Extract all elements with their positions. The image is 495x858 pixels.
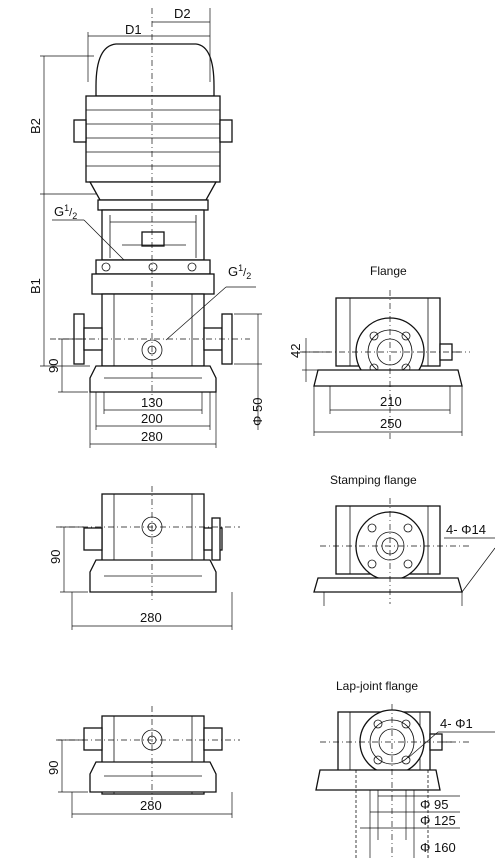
lapjoint-front-view: 90 280 [46, 706, 240, 818]
flange-detail-view: Flange 42 210 250 [288, 264, 470, 440]
dim-phi160: Φ 160 [420, 840, 456, 855]
callout-g-left: G1/2 [54, 203, 77, 221]
lapjoint-hole-callout: 4- Φ1 [440, 716, 473, 731]
callout-g-right: G1/2 [228, 263, 251, 281]
dim-130: 130 [141, 395, 163, 410]
dim-90-lapjoint: 90 [46, 761, 61, 775]
motor-lug-right [219, 119, 233, 143]
dim-200: 200 [141, 411, 163, 426]
dim-b1: B1 [28, 278, 43, 294]
dim-210: 210 [380, 394, 402, 409]
pump-head [91, 273, 215, 295]
dim-250: 250 [380, 416, 402, 431]
stamping-front-view: 90 280 [48, 486, 240, 630]
stamping-title: Stamping flange [330, 473, 417, 487]
lapjoint-title: Lap-joint flange [336, 679, 418, 693]
dim-280-lapjoint: 280 [140, 798, 162, 813]
stamping-hole-callout: 4- Φ14 [446, 522, 486, 537]
dim-42: 42 [288, 344, 303, 358]
coupling [141, 231, 165, 247]
dim-d1: D1 [125, 22, 142, 37]
stamping-detail-view: Stamping flange 4- Φ14 [313, 473, 495, 606]
flange-title: Flange [370, 264, 407, 278]
dim-b2: B2 [28, 118, 43, 134]
motor-fan-cover [95, 43, 215, 97]
pump-sleeve [101, 293, 205, 367]
dim-phi125: Φ 125 [420, 813, 456, 828]
motor-flange [88, 181, 218, 201]
main-pump-view: D1 D2 B2 B1 90 G1/2 G1/2 Φ 50 [28, 6, 265, 448]
dim-90-main: 90 [46, 359, 61, 373]
dim-phi50: Φ 50 [250, 398, 265, 426]
dim-90-stamping: 90 [48, 550, 63, 564]
dim-d2: D2 [174, 6, 191, 21]
motor-lug-left [73, 119, 87, 143]
dim-phi95: Φ 95 [420, 797, 448, 812]
motor-body [85, 95, 221, 183]
dim-280-main: 280 [141, 429, 163, 444]
pump-base [89, 365, 217, 393]
dim-280-stamping: 280 [140, 610, 162, 625]
lapjoint-detail-view: Lap-joint flange 4- Φ1 Φ 95 Φ 125 Φ 160 [315, 679, 495, 858]
